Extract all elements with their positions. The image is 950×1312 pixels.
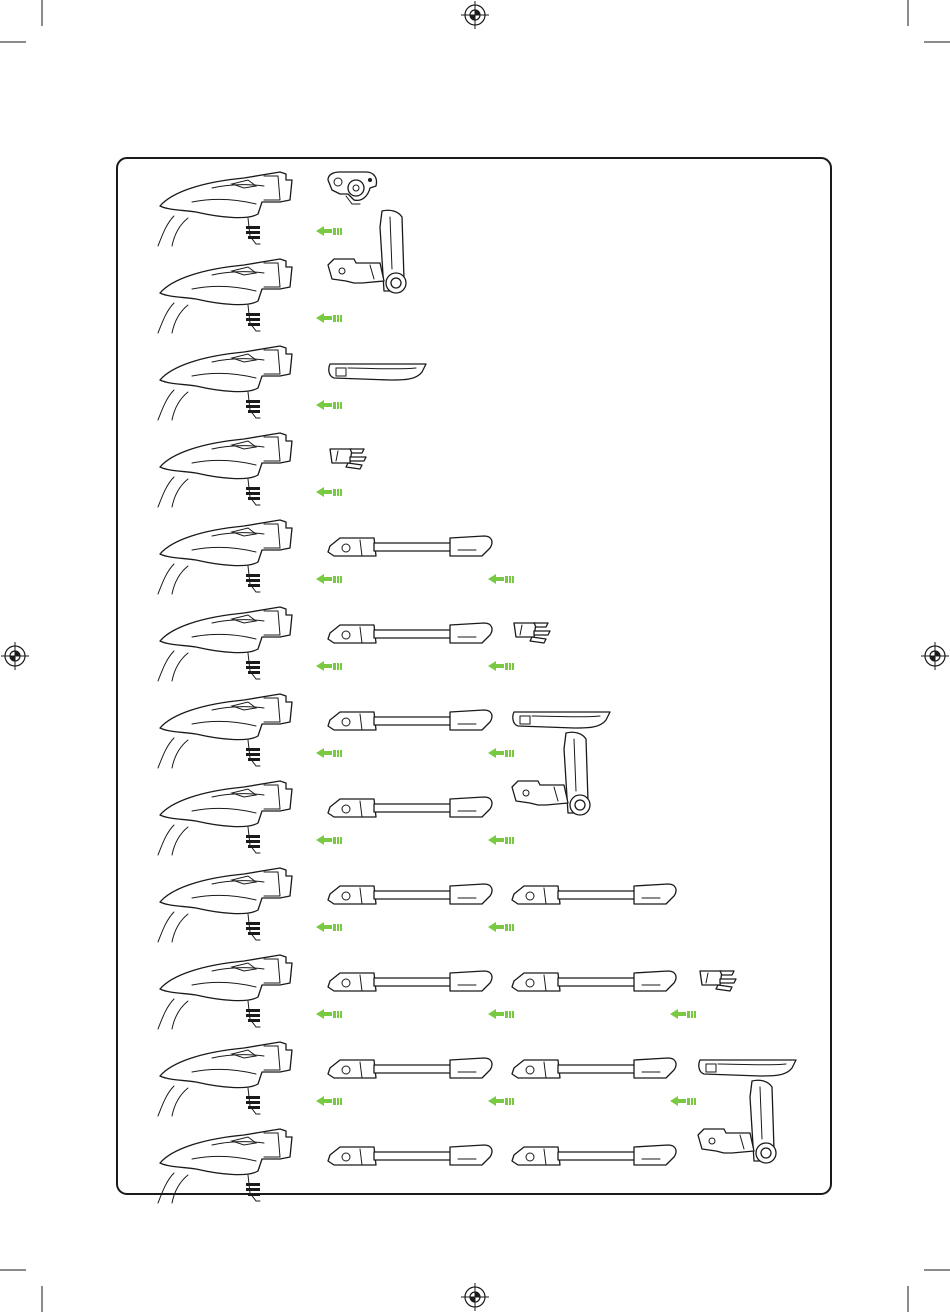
- registration-mark-right: [921, 642, 949, 670]
- extension-tube: [512, 1145, 676, 1165]
- assembly-row: [158, 520, 514, 594]
- insert-arrow-icon: [488, 922, 514, 932]
- assembly-rows: [158, 172, 796, 1203]
- insert-arrow-icon: [316, 748, 342, 758]
- dusting-brush: [700, 971, 736, 991]
- vacuum-body: [158, 1042, 292, 1116]
- floor-brush: [698, 1080, 776, 1163]
- assembly-row: [158, 346, 426, 420]
- insert-arrow-icon: [670, 1096, 696, 1106]
- pet-tool: [328, 172, 377, 204]
- vacuum-body: [158, 1129, 292, 1203]
- floor-brush: [328, 210, 406, 293]
- extension-tube: [328, 884, 492, 904]
- diagram-frame: [117, 158, 831, 1194]
- vacuum-body: [158, 433, 292, 507]
- assembly-row: [158, 210, 406, 333]
- vacuum-body: [158, 607, 292, 681]
- insert-arrow-icon: [316, 400, 342, 410]
- insert-arrow-icon: [316, 661, 342, 671]
- assembly-row: [158, 955, 736, 1029]
- insert-arrow-icon: [316, 1009, 342, 1019]
- assembly-row: [158, 868, 676, 942]
- crevice-tool: [329, 364, 426, 380]
- insert-arrow-icon: [488, 1009, 514, 1019]
- extension-tube: [328, 1145, 492, 1165]
- extension-tube: [328, 1058, 492, 1078]
- extension-tube: [328, 797, 492, 817]
- vacuum-body: [158, 781, 292, 855]
- floor-brush: [512, 732, 590, 815]
- assembly-row: [158, 694, 610, 768]
- vacuum-body: [158, 868, 292, 942]
- insert-arrow-icon: [488, 661, 514, 671]
- assembly-row: [158, 1042, 796, 1116]
- vacuum-body: [158, 520, 292, 594]
- insert-arrow-icon: [488, 574, 514, 584]
- vacuum-body: [158, 694, 292, 768]
- registration-mark-bottom: [461, 1283, 489, 1311]
- vacuum-body: [158, 346, 292, 420]
- extension-tube: [328, 623, 492, 643]
- insert-arrow-icon: [488, 835, 514, 845]
- assembly-row: [158, 607, 550, 681]
- insert-arrow-icon: [670, 1009, 696, 1019]
- extension-tube: [328, 710, 492, 730]
- dusting-brush: [330, 449, 366, 469]
- registration-mark-top: [461, 1, 489, 29]
- insert-arrow-icon: [316, 1096, 342, 1106]
- insert-arrow-icon: [316, 574, 342, 584]
- extension-tube: [512, 1058, 676, 1078]
- vacuum-body: [158, 259, 292, 333]
- assembly-row: [158, 732, 590, 855]
- insert-arrow-icon: [316, 226, 342, 236]
- registration-mark-left: [1, 642, 29, 670]
- vacuum-body: [158, 955, 292, 1029]
- vacuum-body: [158, 172, 292, 246]
- extension-tube: [512, 971, 676, 991]
- insert-arrow-icon: [316, 922, 342, 932]
- dusting-brush: [514, 623, 550, 643]
- extension-tube: [512, 884, 676, 904]
- insert-arrow-icon: [316, 487, 342, 497]
- insert-arrow-icon: [488, 1096, 514, 1106]
- assembly-row: [158, 172, 377, 246]
- insert-arrow-icon: [316, 835, 342, 845]
- extension-tube: [328, 536, 492, 556]
- crevice-tool: [699, 1060, 796, 1076]
- assembly-row: [158, 433, 366, 507]
- crevice-tool: [513, 712, 610, 728]
- insert-arrow-icon: [316, 313, 342, 323]
- insert-arrow-icon: [488, 748, 514, 758]
- extension-tube: [328, 971, 492, 991]
